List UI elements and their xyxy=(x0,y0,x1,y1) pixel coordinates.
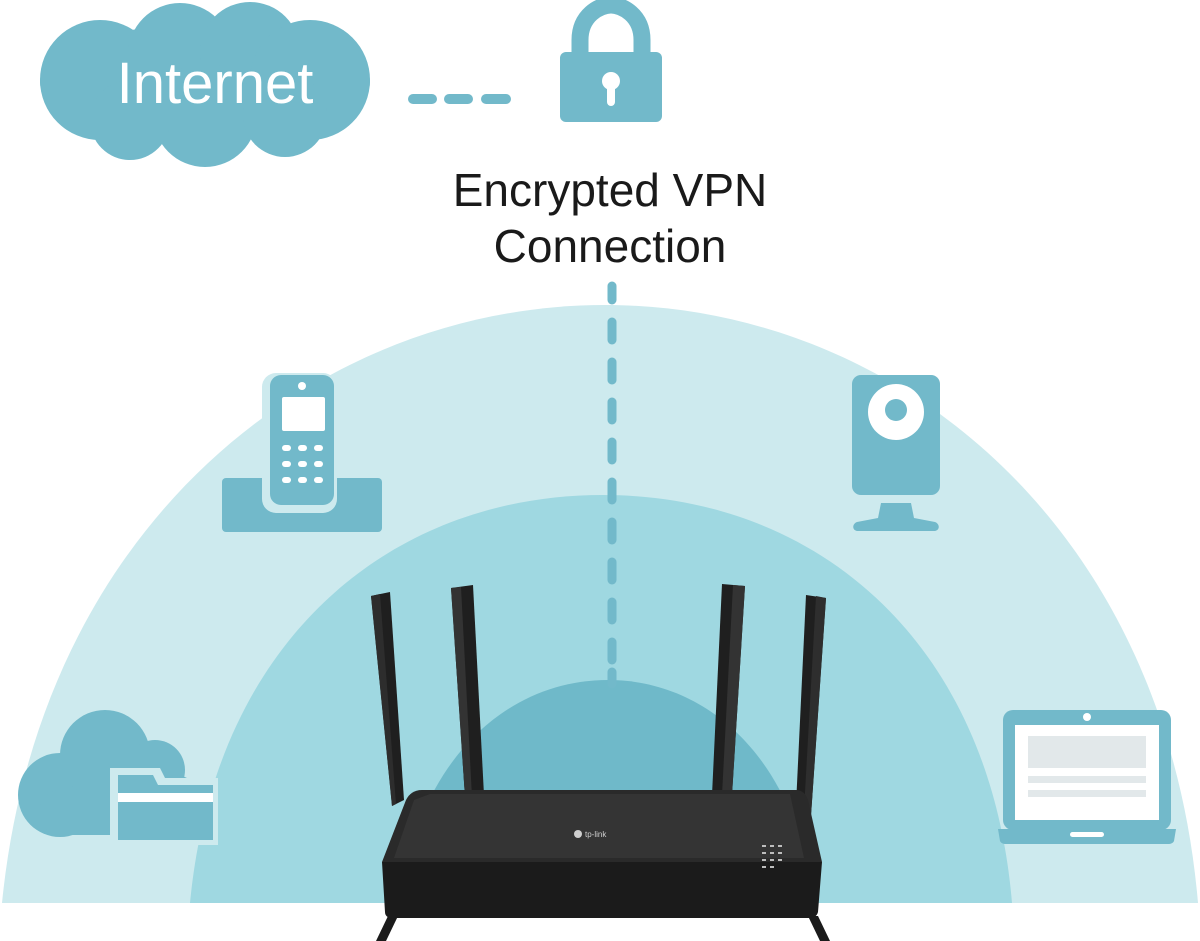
router-brand-text: tp-link xyxy=(585,830,607,839)
camera-icon xyxy=(852,375,940,531)
tp-link-logo: tp-link xyxy=(574,830,607,839)
laptop-icon xyxy=(998,710,1176,844)
cloud-folder-icon xyxy=(18,710,218,845)
lock-icon xyxy=(560,0,662,122)
vpn-label-line2: Connection xyxy=(493,220,727,272)
status-leds xyxy=(762,845,782,868)
phone-icon xyxy=(222,373,382,532)
vpn-connection-label: Encrypted VPN Connection xyxy=(400,162,820,274)
vpn-label-line1: Encrypted VPN xyxy=(452,164,768,216)
router-icon: tp-link xyxy=(371,584,830,941)
cloud-icon xyxy=(40,2,370,167)
internet-label: Internet xyxy=(116,51,314,116)
